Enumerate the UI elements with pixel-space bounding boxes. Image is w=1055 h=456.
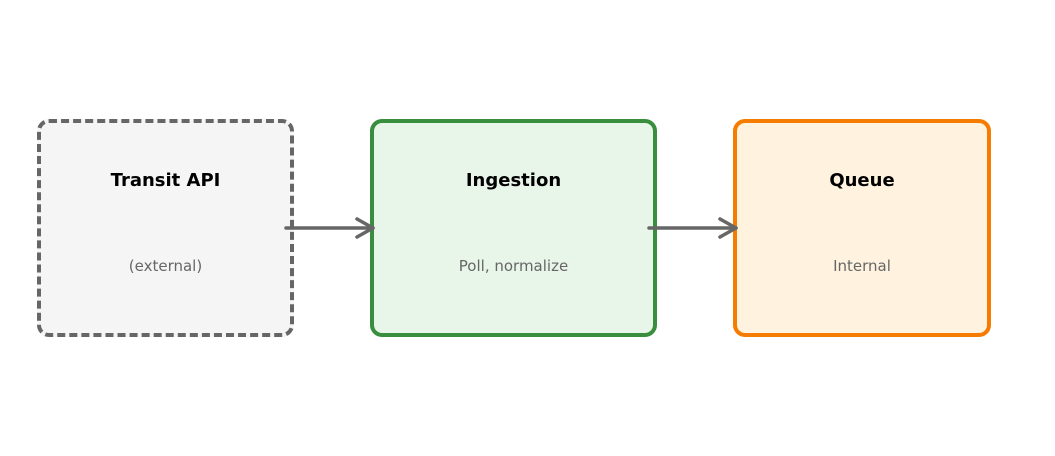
arrow-transit-to-ingestion [284,217,375,239]
ingestion-node: Ingestion Poll, normalize [370,119,657,337]
ingestion-title: Ingestion [465,170,562,191]
queue-title: Queue [829,170,895,191]
arrow-ingestion-to-queue [647,217,738,239]
transit-api-title: Transit API [110,170,221,191]
queue-subtitle: Internal [833,257,891,275]
queue-node: Queue Internal [733,119,991,337]
ingestion-subtitle: Poll, normalize [458,257,569,275]
transit-api-subtitle: (external) [128,257,203,275]
transit-api-node: Transit API (external) [37,119,294,337]
